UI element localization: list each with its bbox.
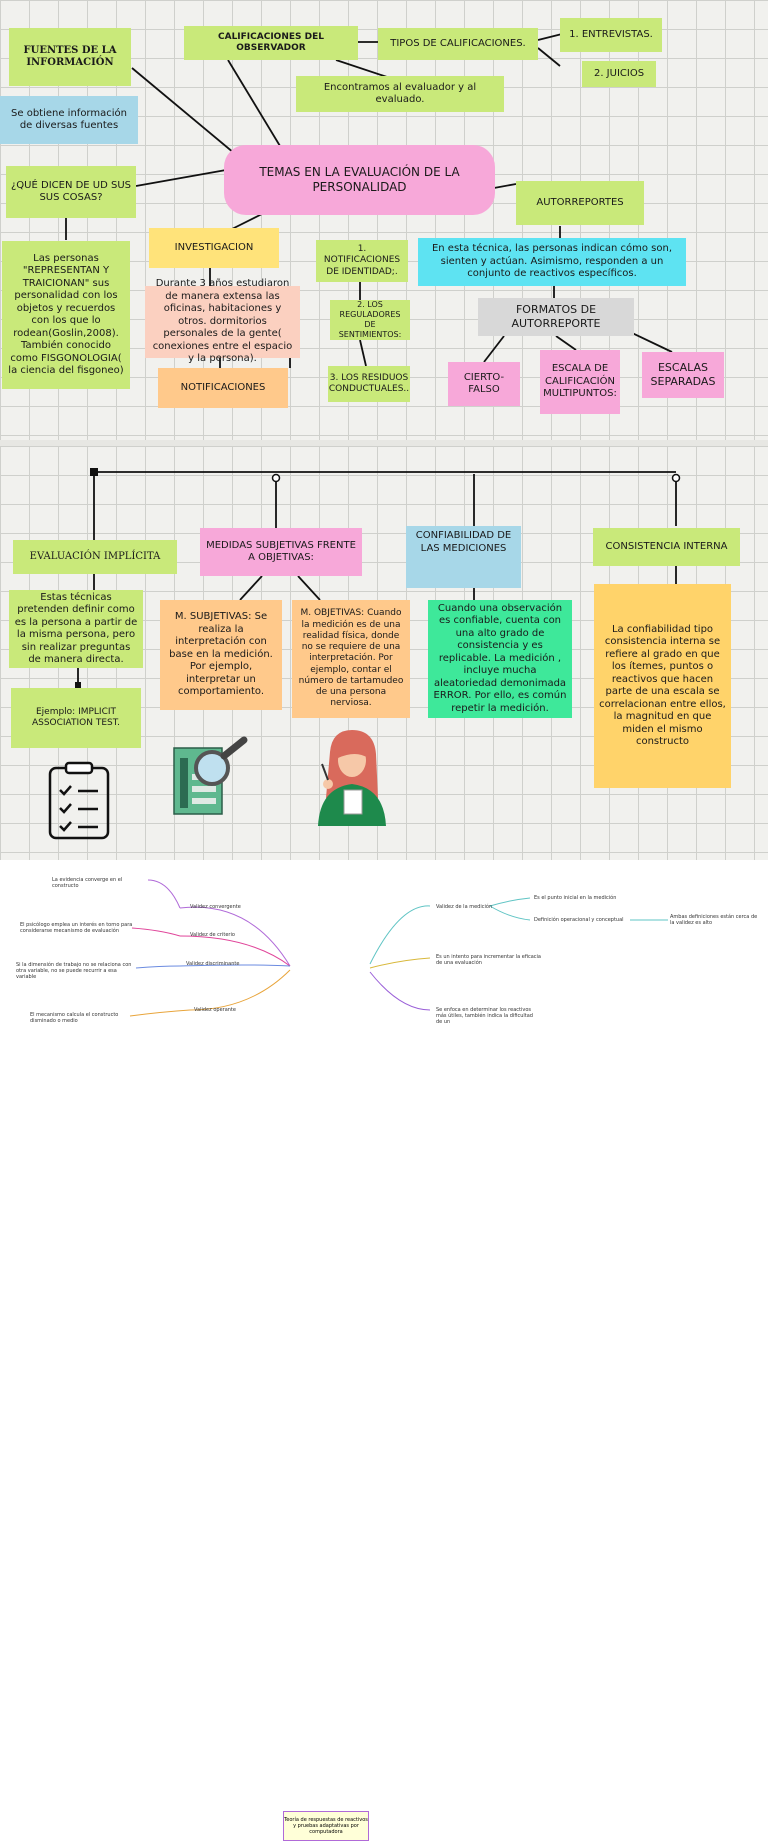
node-evaluacion-implicita: EVALUACIÓN IMPLÍCITA	[13, 540, 177, 574]
node-implicita-desc: Estas técnicas pretenden definir como es…	[9, 590, 143, 668]
node-calif-observador: CALIFICACIONES DEL OBSERVADOR	[184, 26, 358, 60]
section-divider	[0, 440, 768, 446]
node-consistencia: CONSISTENCIA INTERNA	[593, 528, 740, 566]
mm-r5: Es un intento para incrementar la eficac…	[436, 954, 541, 966]
node-ejemplo: Ejemplo: IMPLICIT ASSOCIATION TEST.	[11, 688, 141, 748]
mm-l8: Validez operante	[194, 1007, 236, 1013]
node-cierto-falso: CIERTO-FALSO	[448, 362, 520, 406]
mind-map-root: Teoría de respuestas de reactivos y prue…	[283, 1811, 369, 1841]
mm-l4: Validez de criterio	[190, 932, 235, 938]
mm-r3: Definición operacional y conceptual	[534, 917, 624, 923]
connector-node	[90, 468, 98, 476]
node-investigacion: INVESTIGACION	[149, 228, 279, 268]
node-objetivas: M. OBJETIVAS: Cuando la medición es de u…	[292, 600, 410, 718]
node-personas: Las personas "REPRESENTAN Y TRAICIONAN" …	[2, 241, 130, 389]
node-juicios: 2. JUICIOS	[582, 61, 656, 87]
node-escala-calif: ESCALA DE CALIFICACIÓN MULTIPUNTOS:	[540, 350, 620, 414]
mm-r6: Se enfoca en determinar los reactivos má…	[436, 1007, 533, 1025]
mm-l2: Validez convergente	[190, 904, 241, 910]
node-confiabilidad: CONFIABILIDAD DE LAS MEDICIONES	[406, 526, 521, 588]
node-formatos: FORMATOS DE AUTORREPORTE	[478, 298, 634, 336]
node-fuentes: FUENTES DE LA INFORMACIÓN	[9, 28, 131, 86]
mm-l5: Si la dimensión de trabajo no se relacio…	[16, 962, 132, 980]
node-encontramos: Encontramos al evaluador y al evaluado.	[296, 76, 504, 112]
clipboard-icon	[48, 761, 110, 840]
mm-r1: Validez de la medición	[436, 904, 493, 910]
node-autorreportes-desc: En esta técnica, las personas indican có…	[418, 238, 686, 286]
mm-l7: El mecanismo calcula el constructo dismi…	[30, 1012, 119, 1024]
node-medidas: MEDIDAS SUBJETIVAS FRENTE A OBJETIVAS:	[200, 528, 362, 576]
node-residuos: 3. LOS RESIDUOS CONDUCTUALES..	[328, 366, 410, 402]
node-notificaciones: NOTIFICACIONES	[158, 368, 288, 408]
node-que-dicen: ¿QUÉ DICEN DE UD SUS SUS COSAS?	[6, 166, 136, 218]
node-notif-identidad: 1. NOTIFICACIONES DE IDENTIDAD;.	[316, 240, 408, 282]
node-consistencia-desc: La confiabilidad tipo consistencia inter…	[594, 584, 731, 788]
node-tipos-calif: TIPOS DE CALIFICACIONES.	[378, 28, 538, 60]
mm-l1: La evidencia converge en el constructo	[52, 877, 123, 889]
node-subjetivas: M. SUBJETIVAS: Se realiza la interpretac…	[160, 600, 282, 710]
node-fuentes-desc: Se obtiene información de diversas fuent…	[0, 96, 138, 144]
woman-illustration-icon	[318, 730, 386, 826]
node-confiabilidad-desc: Cuando una observación es confiable, cue…	[428, 600, 572, 718]
mm-l3: El psicólogo emplea un interés en torno …	[20, 922, 133, 934]
document-magnifier-icon	[173, 736, 248, 815]
mind-map-branches	[129, 879, 668, 1017]
node-escalas-separadas: ESCALAS SEPARADAS	[642, 352, 724, 398]
node-entrevistas: 1. ENTREVISTAS.	[560, 18, 662, 52]
mm-l6: Validez discriminante	[186, 961, 240, 967]
connector-lines	[65, 33, 681, 688]
central-topic: TEMAS EN LA EVALUACIÓN DE LA PERSONALIDA…	[224, 145, 495, 215]
bottom-mind-map: La evidencia converge en el constructo V…	[0, 860, 768, 1841]
node-reguladores: 2. LOS REGULADORES DE SENTIMIENTOS:	[330, 300, 410, 340]
mm-r4: Ambas definiciones están cerca de la val…	[670, 914, 758, 926]
node-durante: Durante 3 años estudiaron de manera exte…	[145, 278, 300, 364]
mm-r2: Es el punto inicial en la medición	[534, 895, 617, 901]
node-autorreportes: AUTORREPORTES	[516, 181, 644, 225]
